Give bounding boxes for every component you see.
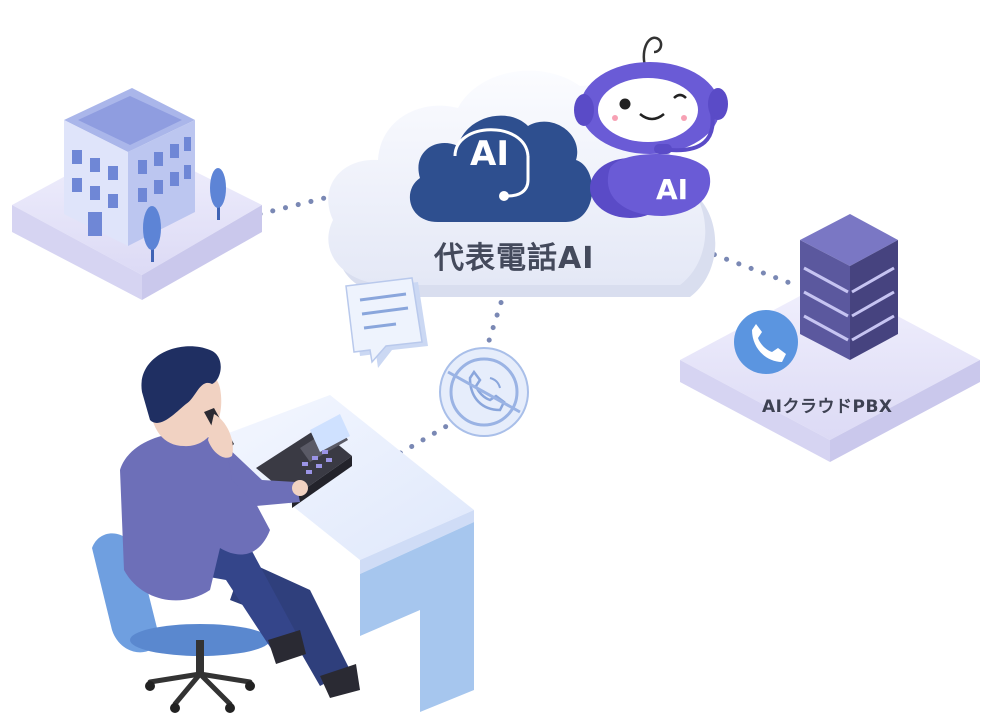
tree-icon xyxy=(143,206,161,262)
phone-call-icon xyxy=(439,347,529,437)
office-worker xyxy=(120,346,360,698)
cloud-ai-badge-text: AI xyxy=(470,134,509,174)
tree-icon xyxy=(210,168,226,220)
desk-phone-icon xyxy=(256,414,352,508)
robot-badge-text: AI xyxy=(656,173,689,206)
server-rack-icon xyxy=(800,214,898,360)
headset-icon xyxy=(453,128,530,201)
ai-cloud-badge xyxy=(409,115,593,222)
connection-lines xyxy=(257,190,793,461)
office-chair xyxy=(92,533,270,713)
cloud-title: 代表電話AI xyxy=(434,241,595,276)
chat-bubble-icon xyxy=(345,277,428,368)
desk xyxy=(210,395,474,712)
phone-call-icon xyxy=(734,310,798,374)
pbx-label: AIクラウドPBX xyxy=(762,397,893,417)
office-building-icon xyxy=(64,88,195,246)
robot-mascot-icon xyxy=(574,36,728,218)
